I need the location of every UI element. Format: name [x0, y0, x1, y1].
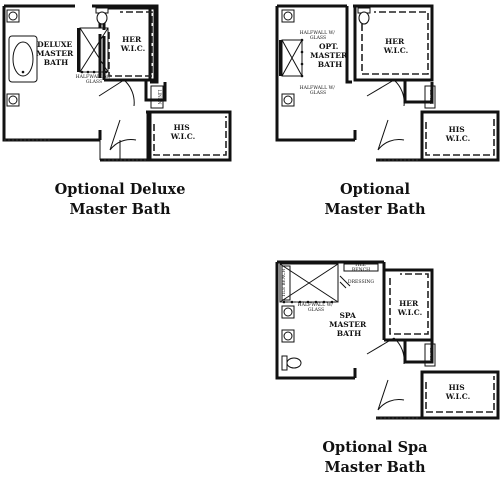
- room-label-bath: SPA MASTER BATH: [329, 311, 369, 338]
- plan-optional: OPT. MASTER BATH HER W.I.C. HIS W.I.C. H…: [275, 4, 500, 162]
- room-label-her-wic: HER W.I.C.: [397, 299, 422, 317]
- caption-optional: Optional Master Bath: [290, 180, 460, 220]
- caption-line: Master Bath: [69, 201, 171, 218]
- room-label-bath: OPT. MASTER BATH: [310, 42, 350, 69]
- note-linen: LINEN: [429, 90, 434, 105]
- note-tile-bench: TILE BENCH: [352, 262, 370, 273]
- caption-line: Optional Deluxe: [54, 181, 186, 198]
- caption-spa: Optional Spa Master Bath: [300, 438, 450, 478]
- plan-spa: SPA MASTER BATH HER W.I.C. HIS W.I.C. TI…: [275, 260, 500, 420]
- room-label-her-wic: HER W.I.C.: [120, 35, 145, 53]
- caption-line: Master Bath: [324, 459, 426, 476]
- caption-line: Optional: [339, 181, 411, 198]
- sink-icon: [6, 9, 20, 23]
- room-label-his-wic: HIS W.I.C.: [445, 125, 470, 143]
- note-linen: LINEN: [157, 90, 162, 105]
- note-halfwall-bottom: HALFWALL W/ GLASS: [300, 85, 337, 96]
- caption-deluxe: Optional Deluxe Master Bath: [30, 180, 210, 220]
- caption-line: Optional Spa: [322, 439, 428, 456]
- sink-icon: [6, 93, 20, 107]
- sink-icon: [281, 9, 295, 23]
- sink-icon: [281, 93, 295, 107]
- note-dressing: DRESSING: [348, 279, 375, 285]
- note-linen: LINEN: [429, 348, 434, 363]
- room-label-her-wic: HER W.I.C.: [383, 37, 408, 55]
- room-label-bath: DELUXE MASTER BATH: [36, 40, 76, 67]
- note-halfwall: HALFWALL W/ GLASS: [76, 74, 113, 85]
- toilet-icon: [357, 7, 371, 25]
- note-tile-bench-side: TILE BENCH: [281, 269, 286, 298]
- toilet-icon: [95, 7, 109, 25]
- room-label-his-wic: HIS W.I.C.: [445, 383, 470, 401]
- plan-deluxe: DELUXE MASTER BATH HER W.I.C. HIS W.I.C.…: [2, 4, 232, 162]
- sink-icon: [281, 305, 295, 319]
- note-halfwall-top: HALFWALL W/ GLASS: [300, 30, 337, 41]
- room-label-his-wic: HIS W.I.C.: [170, 123, 195, 141]
- toilet-icon: [281, 355, 302, 371]
- caption-line: Master Bath: [324, 201, 426, 218]
- sink-icon: [281, 329, 295, 343]
- note-halfwall: HALFWALL W/ GLASS: [298, 302, 335, 313]
